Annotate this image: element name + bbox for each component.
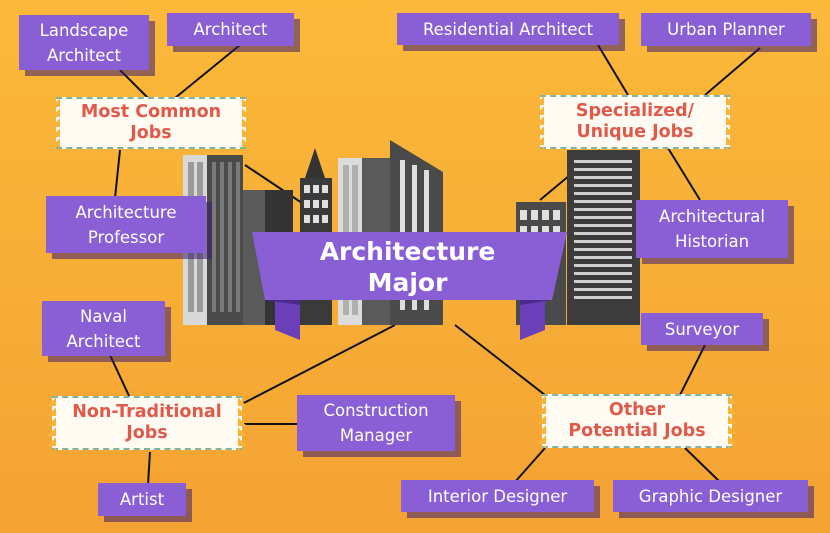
job-artist: Artist — [98, 483, 186, 516]
category-other-line1: Other — [608, 400, 666, 420]
center-title-line2: Major — [367, 268, 448, 297]
job-construction-manager-line1: Construction — [323, 401, 429, 420]
job-interior-designer: Interior Designer — [401, 480, 594, 512]
job-architect: Architect — [167, 13, 294, 46]
line-architect — [174, 44, 241, 99]
job-surveyor: Surveyor — [641, 313, 763, 345]
line-professor — [114, 149, 121, 199]
line-artist — [147, 451, 151, 486]
job-landscape-architect: Landscape Architect — [19, 15, 149, 70]
job-naval-architect-line2: Architect — [66, 331, 141, 351]
category-specialized-line2: Unique Jobs — [576, 122, 694, 142]
line-interior — [514, 447, 546, 483]
job-architectural-historian-line1: Architectural — [659, 207, 765, 226]
job-architecture-professor: Architecture Professor — [46, 196, 206, 253]
job-construction-manager-line2: Manager — [339, 426, 413, 445]
line-naval — [109, 354, 131, 399]
job-architecture-professor-line2: Professor — [87, 227, 165, 247]
category-specialized: Specialized/ Unique Jobs — [536, 95, 730, 149]
job-construction-manager: Construction Manager — [297, 395, 455, 451]
line-historian — [667, 147, 701, 201]
category-most-common: Most Common Jobs — [52, 97, 246, 149]
line-residential — [597, 44, 629, 96]
category-other: Other Potential Jobs — [538, 394, 732, 448]
job-naval-architect: Naval Architect — [42, 301, 165, 356]
line-other-center — [454, 324, 546, 396]
line-common-center — [244, 164, 306, 206]
line-urban — [704, 47, 761, 96]
job-architectural-historian-line2: Historian — [674, 232, 750, 251]
job-architecture-professor-line1: Architecture — [75, 202, 177, 222]
category-most-common-line1: Most Common — [80, 102, 222, 122]
job-urban-planner: Urban Planner — [641, 13, 811, 46]
center-title: Architecture Major — [265, 236, 550, 298]
category-specialized-line1: Specialized/ — [575, 101, 695, 121]
category-non-traditional-line2: Jobs — [126, 423, 168, 443]
line-surveyor — [679, 344, 706, 396]
line-graphic — [684, 447, 721, 483]
category-non-traditional-line1: Non-Traditional — [72, 402, 222, 422]
job-naval-architect-line1: Naval — [80, 306, 127, 326]
category-other-line2: Potential Jobs — [568, 421, 706, 441]
job-landscape-architect-line1: Landscape — [39, 20, 129, 40]
line-nontraditional-center — [239, 324, 396, 406]
job-graphic-designer: Graphic Designer — [613, 480, 808, 512]
center-title-line1: Architecture — [319, 237, 496, 266]
job-landscape-architect-line2: Architect — [47, 45, 121, 65]
category-most-common-line2: Jobs — [130, 123, 172, 143]
job-architectural-historian: Architectural Historian — [636, 200, 788, 258]
line-landscape — [119, 69, 151, 101]
category-non-traditional: Non-Traditional Jobs — [48, 396, 242, 450]
job-residential-architect: Residential Architect — [397, 13, 619, 45]
